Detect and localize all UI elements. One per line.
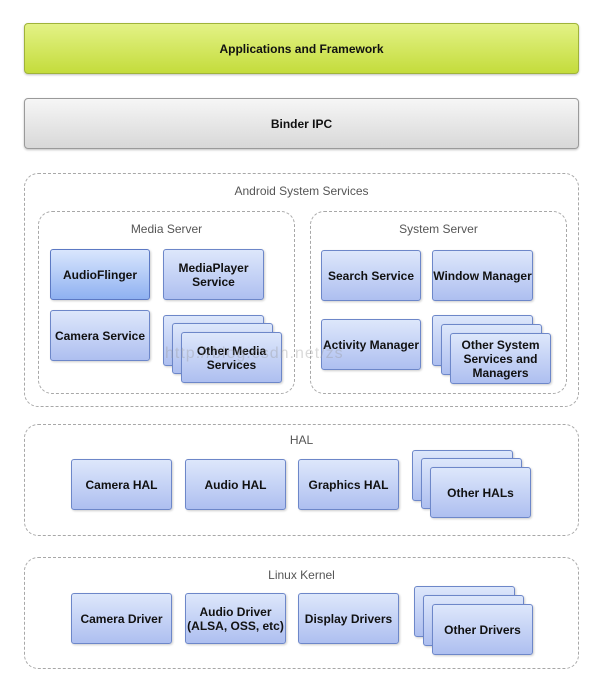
audio-hal-box: Audio HAL — [185, 459, 286, 510]
graphics-hal-box: Graphics HAL — [298, 459, 399, 510]
blog-watermark: http://blog.csdn.net/zs — [165, 345, 344, 362]
other-media-services-box: Other Media Services — [181, 332, 282, 383]
other-system-services-box: Other System Services and Managers — [450, 333, 551, 384]
system-server-group: System Server — [310, 211, 567, 394]
camera-service-box: Camera Service — [50, 310, 150, 361]
display-drivers-label: Display Drivers — [304, 611, 393, 626]
audioflinger-label: AudioFlinger — [63, 267, 137, 282]
mediaplayer-service-label: MediaPlayer Service — [178, 260, 249, 289]
hal-title: HAL — [289, 433, 314, 447]
camera-service-label: Camera Service — [54, 328, 146, 343]
applications-framework-layer: Applications and Framework — [24, 23, 579, 74]
audio-hal-label: Audio HAL — [204, 477, 267, 492]
mediaplayer-service-box: MediaPlayer Service — [163, 249, 264, 300]
applications-framework-label: Applications and Framework — [219, 41, 384, 56]
window-manager-label: Window Manager — [433, 268, 532, 283]
activity-manager-label: Activity Manager — [322, 337, 420, 352]
camera-driver-box: Camera Driver — [71, 593, 172, 644]
android-system-services-title: Android System Services — [234, 184, 369, 198]
search-service-box: Search Service — [321, 250, 421, 301]
android-system-services-group: Android System Services — [24, 173, 579, 407]
other-drivers-box: Other Drivers — [432, 604, 533, 655]
camera-hal-label: Camera HAL — [85, 477, 158, 492]
media-server-title: Media Server — [130, 222, 203, 236]
display-drivers-box: Display Drivers — [298, 593, 399, 644]
media-server-group: Media Server — [38, 211, 295, 394]
camera-driver-label: Camera Driver — [80, 611, 163, 626]
other-hals-box: Other HALs — [430, 467, 531, 518]
other-media-services-label: Other Media Services — [196, 343, 267, 372]
graphics-hal-label: Graphics HAL — [308, 477, 389, 492]
window-manager-box: Window Manager — [432, 250, 533, 301]
other-drivers-label: Other Drivers — [444, 622, 521, 637]
camera-hal-box: Camera HAL — [71, 459, 172, 510]
audio-driver-box: Audio Driver (ALSA, OSS, etc) — [185, 593, 286, 644]
search-service-label: Search Service — [327, 268, 415, 283]
linux-kernel-group: Linux Kernel — [24, 557, 579, 669]
activity-manager-box: Activity Manager — [321, 319, 421, 370]
binder-ipc-layer: Binder IPC — [24, 98, 579, 149]
other-hals-label: Other HALs — [447, 485, 514, 500]
audioflinger-box: AudioFlinger — [50, 249, 150, 300]
linux-kernel-title: Linux Kernel — [268, 568, 335, 582]
system-server-title: System Server — [399, 222, 478, 236]
hal-group: HAL — [24, 424, 579, 536]
binder-ipc-label: Binder IPC — [270, 116, 333, 131]
other-system-services-label: Other System Services and Managers — [461, 337, 540, 380]
audio-driver-label: Audio Driver (ALSA, OSS, etc) — [187, 604, 284, 633]
